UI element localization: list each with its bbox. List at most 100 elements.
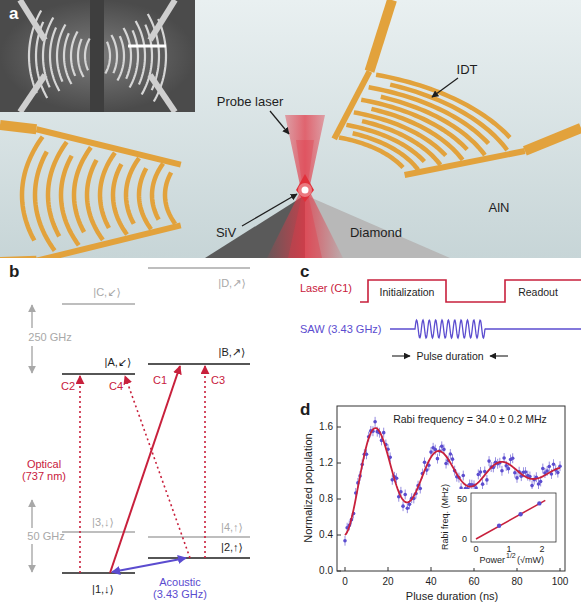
state-label: |A,↙⟩ [105,356,132,369]
sem-channel [90,0,104,112]
data-point [502,456,506,460]
idt-finger [113,164,127,234]
pulse-label: Initialization [380,286,435,298]
part-label: Probe laser [217,95,283,110]
axis-exponent: 1/2 [506,552,516,560]
part-label: AlN [489,201,510,216]
transition-label: Acoustic (3.43 GHz) [147,576,213,600]
laser-beam [267,115,343,258]
inset-fit [476,500,545,539]
data-point [429,450,433,454]
idt-finger [152,163,163,219]
sem-ground [0,0,195,112]
sem-lead [20,0,45,40]
tick-label: 100 [552,576,569,588]
data-point [451,457,455,461]
tick-label: 0 [473,544,478,554]
tick-label: 80 [511,576,522,588]
splitting-label: 250 GHz [28,331,71,344]
state-label: |B,↗⟩ [219,346,246,359]
laser-trace [360,280,581,302]
idt-finger [405,151,525,175]
plot-frame [337,406,565,571]
idt-finger [139,168,151,229]
energy-level [148,536,250,538]
axis-title: Normalized population [302,433,315,542]
splitting-arrow [31,346,32,373]
siv-dot [302,187,309,194]
data-point [530,484,534,488]
transition-label: C3 [211,374,225,387]
axis-tick [388,567,389,571]
sem-lead [20,75,45,112]
sem-finger [50,28,59,91]
saw-trace [390,320,581,338]
axis-tick [431,567,432,571]
data-point [343,539,347,543]
panel-letter: d [300,400,310,420]
data-point [507,467,511,471]
data-point [541,467,545,471]
sem-finger [105,42,110,74]
duration-arrow [392,355,410,356]
tick-label: 0 [462,534,467,544]
data-point [552,462,556,466]
fit-result: Rabi frequency = 34.0 ± 0.2 MHz [391,413,549,425]
idt-finger [376,75,510,138]
data-point [444,462,448,466]
splitting-arrow [31,544,32,572]
inset-point [537,501,541,505]
sem-finger [71,32,78,76]
idt-finger [334,71,369,139]
part-label: Diamond [350,226,402,241]
idt-finger [35,152,55,251]
sem-inset [0,0,195,112]
inset-point [497,524,501,528]
tick-label: 1.2 [319,457,333,469]
data-point [487,459,491,463]
data-point [511,456,515,460]
energy-level [62,373,135,375]
tick-label: 60 [468,576,479,588]
energy-level [148,363,250,365]
inset-point [518,512,522,516]
data-point [547,465,551,469]
tick-label: 40 [425,576,436,588]
acoustic-transition [112,558,186,572]
data-point [418,487,422,491]
sem-finger [78,39,84,77]
idt-finger [165,172,175,223]
splitting-label: 50 GHz [27,530,64,543]
panel-a-render [0,0,581,258]
idt-finger [36,129,180,164]
optical-transition [204,366,206,558]
idt-finger [100,153,115,228]
axis-title: (√mW) [517,555,544,565]
idt-finger [87,160,103,240]
panel-letter: c [300,262,309,282]
splitting-arrow [31,305,32,328]
axis-tick [337,499,341,500]
state-label: |C,↙⟩ [93,286,120,299]
state-label: |1,↓⟩ [92,583,114,596]
data-point [440,445,444,449]
transition-label: C1 [153,374,167,387]
tick-label: 0.8 [319,493,333,505]
sem-finger [57,25,65,82]
transition-label: C2 [61,380,75,393]
data-point [373,420,377,424]
data-point [436,457,440,461]
aln-surface [0,0,581,258]
duration-arrow [490,355,508,356]
state-label: |2,↑⟩ [221,541,243,554]
data-point [423,461,427,465]
axis-tick [337,463,341,464]
sem-finger [130,30,138,87]
data-point [442,448,446,452]
leader-arrow [432,78,458,97]
pulse-sequence [360,280,581,356]
energy-level [62,303,135,305]
data-point [479,470,483,474]
idt-finger [61,156,79,246]
